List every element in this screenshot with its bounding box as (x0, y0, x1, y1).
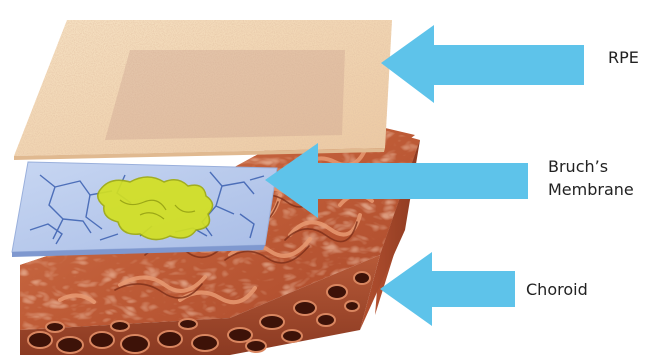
bruch-membrane-label: Bruch’s Membrane (548, 155, 634, 201)
bruch-label-line-2: Membrane (548, 178, 634, 201)
rpe-layer (14, 20, 392, 160)
choroid-label: Choroid (526, 278, 588, 301)
rpe-arrow-icon (381, 25, 584, 103)
bruch-label-line-1: Bruch’s (548, 155, 634, 178)
choroid-arrow-icon (380, 252, 515, 326)
rpe-label: RPE (608, 46, 639, 69)
bruch-membrane-layer (12, 162, 277, 257)
